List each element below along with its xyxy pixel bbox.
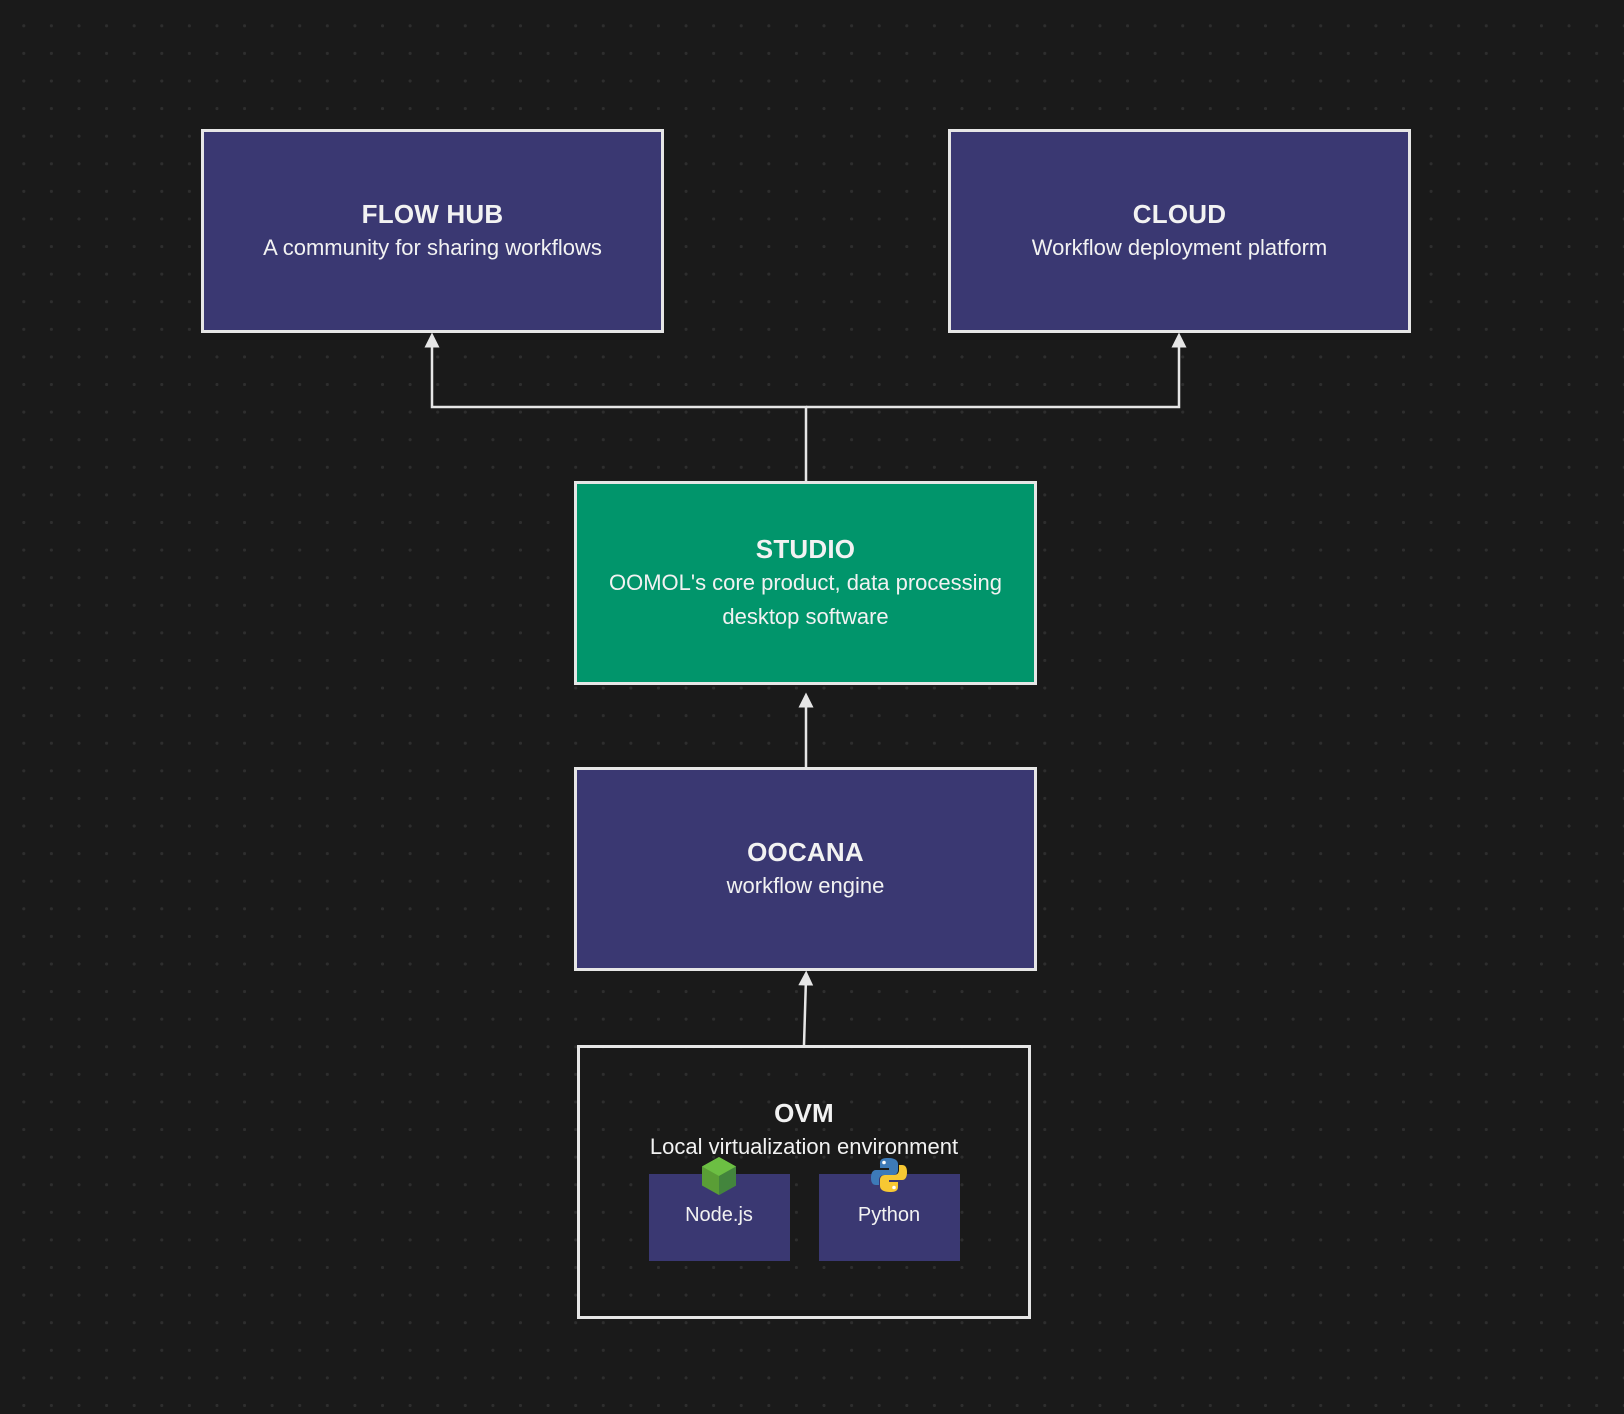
cloud-node[interactable]: CLOUD Workflow deployment platform bbox=[948, 129, 1411, 333]
oocana-title: OOCANA bbox=[747, 837, 864, 867]
oocana-node[interactable]: OOCANA workflow engine bbox=[574, 767, 1037, 971]
python-logo-icon bbox=[870, 1156, 908, 1200]
edge-studio-to-cloud bbox=[806, 332, 1187, 409]
runtime-nodejs-label: Node.js bbox=[685, 1204, 753, 1226]
ovm-title: OVM bbox=[774, 1098, 834, 1128]
flow-hub-title: FLOW HUB bbox=[361, 199, 504, 229]
ovm-description: Local virtualization environment bbox=[649, 1134, 959, 1159]
nodejs-hexagon-icon bbox=[701, 1156, 737, 1202]
cloud-title: CLOUD bbox=[1132, 199, 1227, 229]
studio-title: STUDIO bbox=[755, 534, 856, 564]
runtime-list: Node.js Python bbox=[648, 1157, 960, 1261]
edge-studio-to-flow-hub bbox=[424, 332, 808, 481]
runtime-python-label: Python bbox=[857, 1204, 921, 1226]
flow-hub-node[interactable]: FLOW HUB A community for sharing workflo… bbox=[201, 129, 664, 333]
runtime-nodejs[interactable]: Node.js bbox=[648, 1157, 790, 1261]
ovm-node[interactable]: OVM Local virtualization environment Nod… bbox=[577, 1045, 1031, 1319]
oocana-description: workflow engine bbox=[726, 873, 885, 898]
flow-hub-description: A community for sharing workflows bbox=[263, 235, 602, 260]
runtime-python[interactable]: Python bbox=[818, 1158, 960, 1261]
cloud-description: Workflow deployment platform bbox=[1031, 235, 1328, 260]
studio-description: OOMOL's core product, data processing de… bbox=[608, 570, 1003, 629]
edge-ovm-to-oocana bbox=[798, 970, 814, 1046]
studio-node[interactable]: STUDIO OOMOL's core product, data proces… bbox=[574, 481, 1037, 685]
